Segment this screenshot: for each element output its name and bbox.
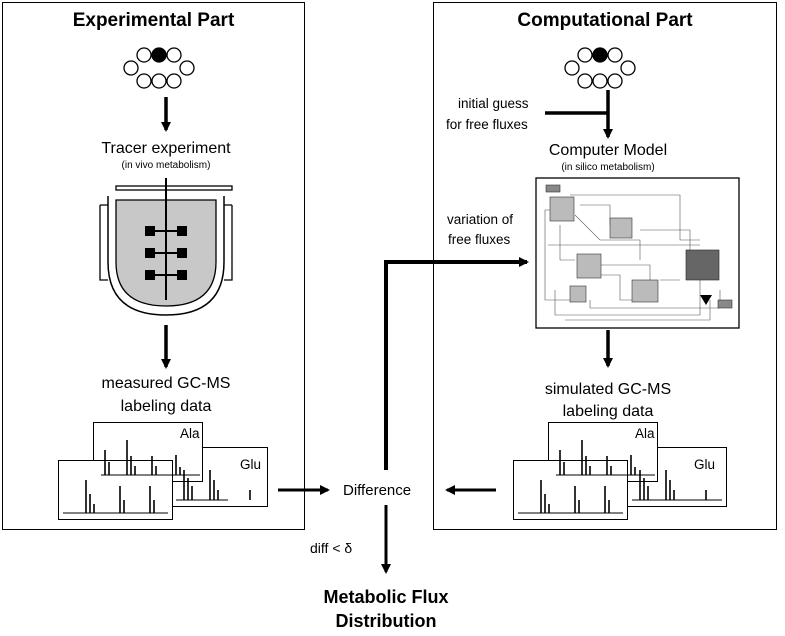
computational-title: Computational Part xyxy=(517,10,693,31)
initial-guess-line2: for free fluxes xyxy=(446,117,528,132)
condition-label: diff < δ xyxy=(310,540,353,556)
difference-label: Difference xyxy=(343,482,412,499)
ala-label-left: Ala xyxy=(180,426,200,441)
variation-line2: free fluxes xyxy=(448,232,511,247)
difference-arrows xyxy=(278,485,496,574)
experimental-title: Experimental Part xyxy=(72,10,235,31)
computer-model-sublabel: (in silico metabolism) xyxy=(561,162,655,173)
measured-label-line1: measured GC-MS xyxy=(101,375,231,392)
result-line1: Metabolic Flux xyxy=(323,587,449,607)
variation-line1: variation of xyxy=(447,212,514,227)
glu-label-right: Glu xyxy=(694,457,716,472)
model-molecule-icon xyxy=(564,47,636,89)
glu-label-left: Glu xyxy=(240,457,262,472)
tracer-experiment-label: Tracer experiment xyxy=(101,140,231,157)
initial-guess-line1: initial guess xyxy=(458,96,529,111)
tracer-molecule-icon xyxy=(123,47,195,89)
measured-label-line2: labeling data xyxy=(120,398,212,415)
flow-arrows-right xyxy=(545,90,613,368)
tracer-experiment-sublabel: (in vivo metabolism) xyxy=(121,160,211,171)
ala-label-right: Ala xyxy=(635,426,655,441)
simulated-label-line2: labeling data xyxy=(562,403,654,420)
computer-model-label: Computer Model xyxy=(548,142,668,159)
simulated-label-line1: simulated GC-MS xyxy=(544,381,672,398)
computer-model-schematic xyxy=(535,177,740,329)
result-line2: Distribution xyxy=(335,611,437,631)
variation-arrow xyxy=(384,257,529,470)
bioreactor-icon xyxy=(99,178,233,316)
